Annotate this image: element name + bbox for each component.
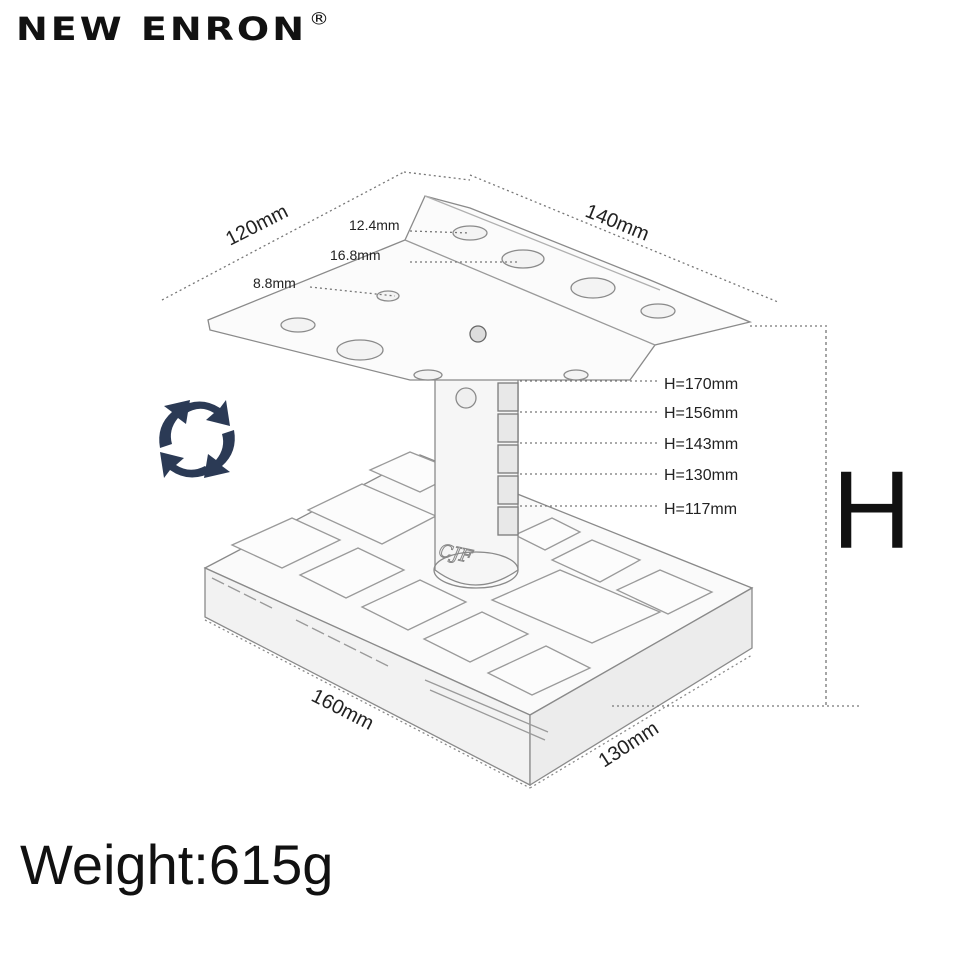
weight-label: Weight:615g (20, 833, 334, 896)
height-label-2: H=156mm (664, 405, 738, 422)
height-label-1: H=170mm (664, 376, 738, 393)
rotate-arrows-icon (159, 400, 235, 478)
hole-medium-label: 16.8mm (330, 247, 381, 263)
plate-depth-label: 120mm (222, 201, 291, 251)
height-label-3: H=143mm (664, 436, 738, 453)
support-column (433, 380, 519, 589)
hole-small-label: 8.8mm (253, 275, 296, 291)
hole-large-label: 12.4mm (349, 217, 400, 233)
plate-width-label: 140mm (582, 200, 652, 245)
height-symbol: H (832, 449, 911, 572)
brand-logo: NEW ENRON® (16, 8, 333, 48)
registered-mark: ® (309, 8, 333, 29)
brand-name: NEW ENRON (16, 10, 308, 48)
top-plate (207, 195, 753, 381)
height-label-4: H=130mm (664, 467, 738, 484)
height-label-5: H=117mm (664, 501, 737, 518)
